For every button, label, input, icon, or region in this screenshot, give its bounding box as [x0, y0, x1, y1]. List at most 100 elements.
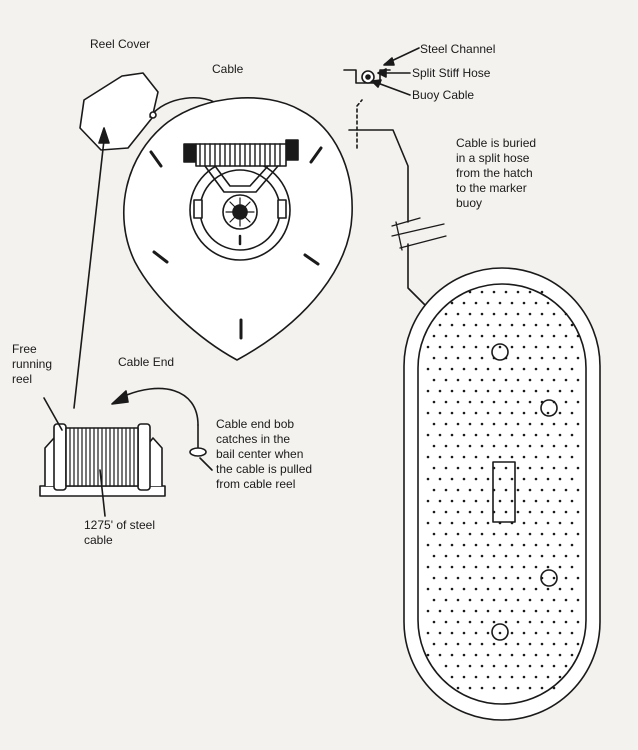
buoy-hole — [486, 367, 490, 371]
buoy-hole — [498, 411, 502, 415]
bail-side-bracket — [193, 199, 203, 219]
buoy-hole — [444, 400, 448, 404]
buoy-hole — [546, 411, 550, 415]
buoy-hole — [570, 499, 574, 503]
buoy-hole — [546, 455, 550, 459]
buoy-hole — [522, 675, 526, 679]
buoy-hole — [552, 576, 556, 580]
buoy-hole — [546, 499, 550, 503]
buoy-hole — [534, 411, 538, 415]
buoy-hole — [516, 532, 520, 536]
buoy-hole — [438, 609, 442, 613]
buoy-hole — [534, 675, 538, 679]
buoy-hole — [426, 653, 430, 657]
buoy-hole — [534, 367, 538, 371]
buoy-hole — [456, 444, 460, 448]
buoy-hole — [486, 521, 490, 525]
buoy-hole — [510, 653, 514, 657]
buoy-hole — [510, 499, 514, 503]
buoy-hole — [570, 323, 574, 327]
buoy-hole — [522, 389, 526, 393]
drum-yoke — [204, 165, 279, 193]
buoy-hole — [504, 400, 508, 404]
buoy-hole — [546, 323, 550, 327]
buoy-hole — [504, 356, 508, 360]
buoy-hole — [456, 378, 460, 382]
buoy-hole — [426, 367, 430, 371]
buoy-hole — [438, 455, 442, 459]
buoy-hole — [468, 290, 472, 294]
buoy-hole — [564, 598, 568, 602]
buoy-hole — [558, 675, 562, 679]
buoy-hole — [450, 433, 454, 437]
buoy-hole — [474, 301, 478, 305]
buoy-hole — [468, 686, 472, 690]
buoy-hole — [468, 554, 472, 558]
buoy-hole — [540, 356, 544, 360]
buoy-hole — [546, 433, 550, 437]
buoy-hole — [516, 378, 520, 382]
buoy-hole — [534, 565, 538, 569]
buoy-hole — [456, 510, 460, 514]
buoy-hole — [444, 598, 448, 602]
buoy-hole — [534, 433, 538, 437]
buoy-hole — [528, 620, 532, 624]
buoy-hole — [534, 323, 538, 327]
buoy-hole — [528, 312, 532, 316]
buoy-hole — [564, 378, 568, 382]
buoy-hole — [576, 356, 580, 360]
buoy-hole — [528, 466, 532, 470]
buoy-hole — [480, 488, 484, 492]
buoy-hole — [492, 466, 496, 470]
buoy-hole — [444, 554, 448, 558]
buoy-hole — [552, 378, 556, 382]
buoy-hole — [534, 455, 538, 459]
buoy-hole — [450, 411, 454, 415]
buoy-hole — [438, 543, 442, 547]
free-reel-flange-right — [137, 423, 151, 491]
buoy-hole — [576, 334, 580, 338]
buoy-hole — [570, 521, 574, 525]
buoy-hole — [540, 598, 544, 602]
buoy-hole — [462, 543, 466, 547]
drum-body — [195, 143, 287, 167]
buoy-hole — [576, 444, 580, 448]
buoy-hole — [462, 345, 466, 349]
hatch-slot — [309, 146, 323, 164]
buoy-hole — [564, 400, 568, 404]
buoy-hole — [456, 334, 460, 338]
buoy-hole — [576, 620, 580, 624]
buoy-hole — [510, 587, 514, 591]
buoy-hole — [462, 323, 466, 327]
buoy-hole — [570, 455, 574, 459]
buoy-hole — [486, 477, 490, 481]
buoy-hole — [438, 587, 442, 591]
buoy-hole — [552, 356, 556, 360]
drum-windings — [199, 143, 281, 167]
buoy-hole — [522, 433, 526, 437]
buoy-hole — [522, 565, 526, 569]
buoy-hole — [510, 323, 514, 327]
buoy-hole — [522, 521, 526, 525]
cover-arrow-line — [73, 139, 105, 409]
buoy-hole — [522, 609, 526, 613]
buoy-hole — [552, 532, 556, 536]
free-reel-leader — [43, 397, 63, 431]
buoy-hole — [462, 587, 466, 591]
buoy-hole — [432, 444, 436, 448]
buoy-hole — [480, 598, 484, 602]
buoy-hole — [546, 301, 550, 305]
buoy-hole — [540, 554, 544, 558]
buoy-hole — [444, 334, 448, 338]
buoy-hole — [546, 521, 550, 525]
buoy-hole — [528, 378, 532, 382]
buoy-hole — [552, 422, 556, 426]
buoy-hole — [528, 444, 532, 448]
buoy-hole — [516, 510, 520, 514]
buoy-hole — [450, 587, 454, 591]
buoy-hole — [480, 400, 484, 404]
buoy-hole — [570, 389, 574, 393]
buoy-hole — [426, 521, 430, 525]
buoy-hole — [576, 554, 580, 558]
buoy-hole — [480, 334, 484, 338]
